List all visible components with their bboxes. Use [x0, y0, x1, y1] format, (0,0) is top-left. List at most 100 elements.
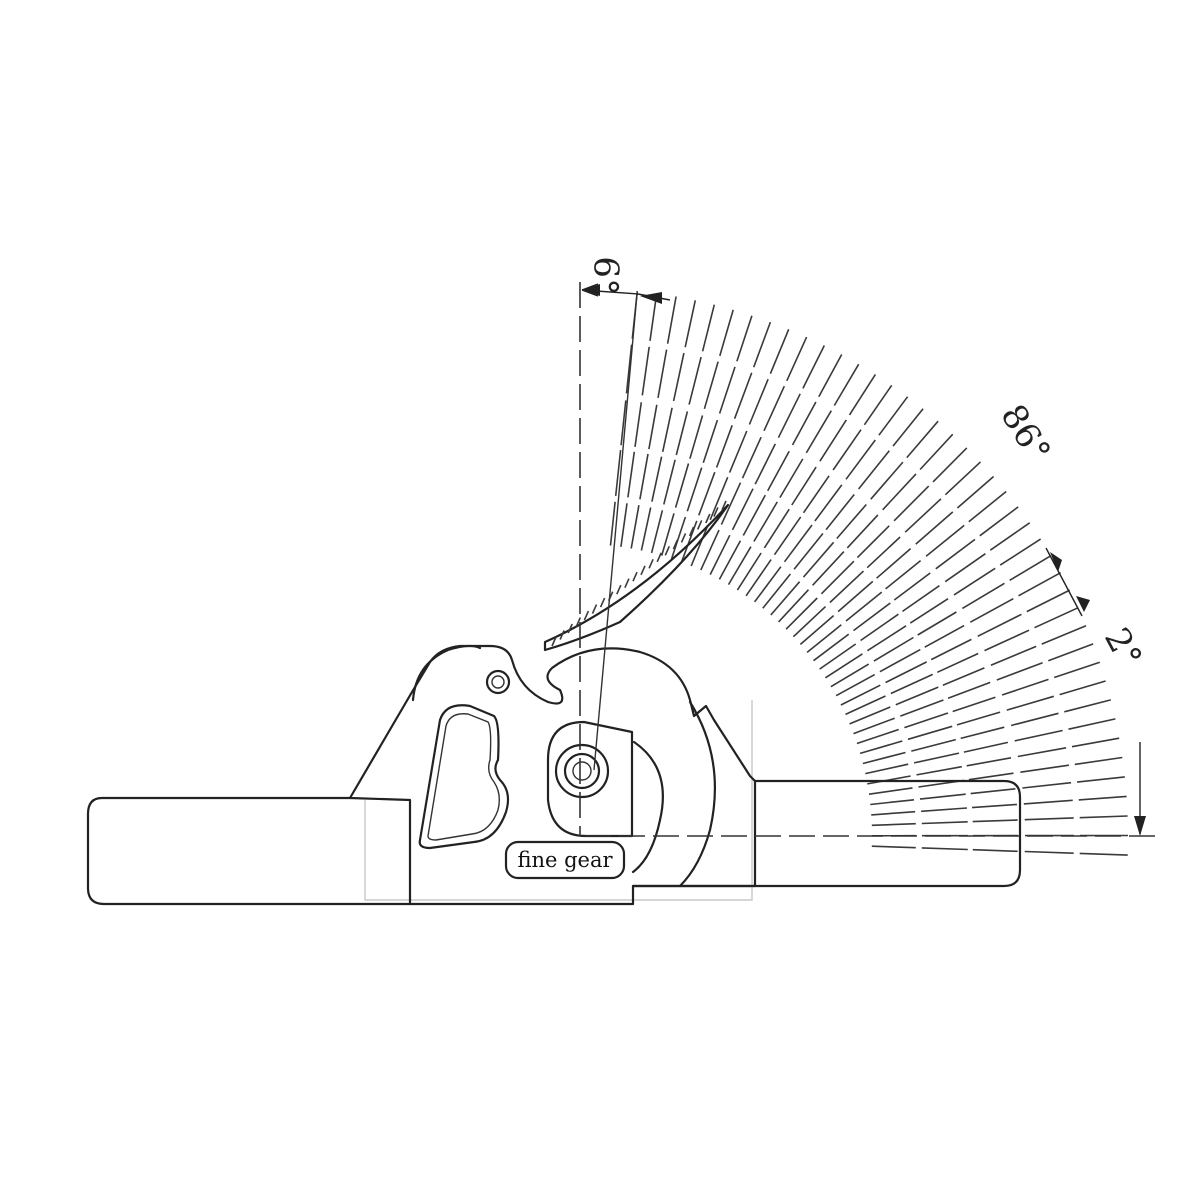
- scale-tick: [1024, 850, 1074, 854]
- dim-arrowhead-six-right: [640, 292, 662, 304]
- scale-tick: [942, 667, 985, 686]
- scale-tick: [871, 810, 916, 816]
- dim-arrowhead-two-top: [1050, 552, 1062, 572]
- scale-tick: [895, 686, 939, 706]
- pivot-bolt-outer: [554, 743, 610, 799]
- scale-tick: [819, 419, 847, 462]
- scale-tick: [620, 400, 627, 446]
- scale-tick: [812, 551, 845, 586]
- blade-hatch-line: [705, 513, 711, 524]
- scale-tick: [627, 451, 636, 498]
- scale-tick: [956, 475, 995, 509]
- scale-tick: [700, 529, 720, 571]
- scale-tick: [857, 450, 890, 490]
- pin-hole: [485, 669, 511, 695]
- scale-tick: [911, 738, 957, 752]
- scale-tick: [728, 430, 748, 473]
- scale-tick: [1009, 555, 1052, 581]
- scale-tick: [845, 591, 883, 622]
- scale-tick: [754, 443, 777, 485]
- scale-tick: [848, 373, 877, 416]
- blade-hatch-line: [721, 500, 727, 511]
- scale-tick: [806, 624, 842, 654]
- scale-tick: [999, 538, 1042, 566]
- grip-window-inner: [427, 713, 501, 841]
- scale-tick: [813, 633, 850, 662]
- scale-tick: [921, 821, 968, 825]
- scale-tick: [840, 684, 881, 706]
- scale-tick: [919, 433, 954, 471]
- scale-tick: [984, 629, 1030, 652]
- scale-tick: [935, 538, 976, 570]
- dim-arrow-two: [1045, 547, 1083, 617]
- scale-tick: [925, 524, 965, 557]
- scale-tick: [893, 485, 930, 522]
- scale-tick: [1023, 799, 1073, 805]
- scale-tick: [660, 513, 675, 556]
- scale-tick: [824, 653, 863, 679]
- scale-tick: [650, 510, 664, 554]
- scale-tick: [1010, 712, 1059, 727]
- scale-tick: [779, 458, 804, 499]
- scale-tick: [741, 436, 762, 479]
- scale-tick: [785, 597, 818, 630]
- scale-tick: [830, 663, 870, 688]
- scale-tick: [762, 573, 792, 609]
- scale-tick: [853, 602, 891, 632]
- scale-tick: [634, 402, 643, 448]
- angle-label-two: 2°: [1096, 621, 1149, 674]
- scale-tick: [921, 847, 968, 851]
- scale-tick: [913, 752, 960, 764]
- scale-tick: [1068, 718, 1116, 730]
- scale-tick: [1014, 729, 1063, 742]
- scale-tick: [675, 411, 689, 456]
- pointer-blade: [543, 503, 730, 652]
- scale-tick: [966, 757, 1012, 767]
- scale-tick: [753, 501, 778, 542]
- blade-hatch-line: [591, 604, 598, 614]
- scale-tick: [609, 501, 616, 546]
- scale-tick: [718, 540, 742, 580]
- scale-tick: [1006, 695, 1055, 711]
- scale-tick: [829, 570, 865, 604]
- scale-tick: [698, 471, 716, 516]
- angle-label-eighty-six: 86°: [992, 398, 1058, 470]
- scale-tick: [672, 352, 685, 402]
- scale-tick: [709, 476, 729, 521]
- scale-tick: [856, 525, 890, 559]
- scale-tick: [876, 547, 912, 579]
- gauge-head-body: [348, 644, 757, 906]
- blade-hatch-line: [624, 578, 630, 589]
- scale-tick: [661, 407, 673, 452]
- scale-tick: [868, 787, 913, 795]
- pivot-plate: [546, 720, 634, 838]
- scale-tick: [620, 503, 628, 548]
- scale-tick: [916, 765, 962, 776]
- scale-tick: [1041, 624, 1087, 645]
- scale-tick: [641, 346, 650, 396]
- scale-tick: [805, 410, 832, 454]
- angle-tick-scale: [609, 290, 1129, 856]
- scale-tick: [961, 582, 1005, 610]
- scale-tick: [769, 328, 790, 375]
- scale-tick: [892, 408, 924, 447]
- blade-hatch-line: [680, 533, 687, 543]
- scale-tick: [1017, 747, 1067, 758]
- blade-hatch-line: [567, 623, 573, 634]
- dim-arrowhead-two-bottom: [1076, 596, 1090, 612]
- scale-tick: [1020, 764, 1070, 773]
- scale-tick: [1071, 737, 1120, 748]
- scale-tick: [702, 419, 719, 464]
- scale-tick: [900, 699, 944, 717]
- scale-tick: [1053, 661, 1101, 679]
- scale-tick: [791, 466, 817, 506]
- fine-gear-capsule: [504, 840, 626, 880]
- scale-tick: [752, 321, 772, 368]
- scale-tick: [866, 536, 901, 569]
- scale-tick: [1026, 589, 1071, 613]
- body-ghost-outline: [364, 700, 753, 901]
- scale-tick: [944, 553, 986, 583]
- dim-arrow-six: [581, 283, 671, 301]
- scale-tick: [866, 625, 907, 652]
